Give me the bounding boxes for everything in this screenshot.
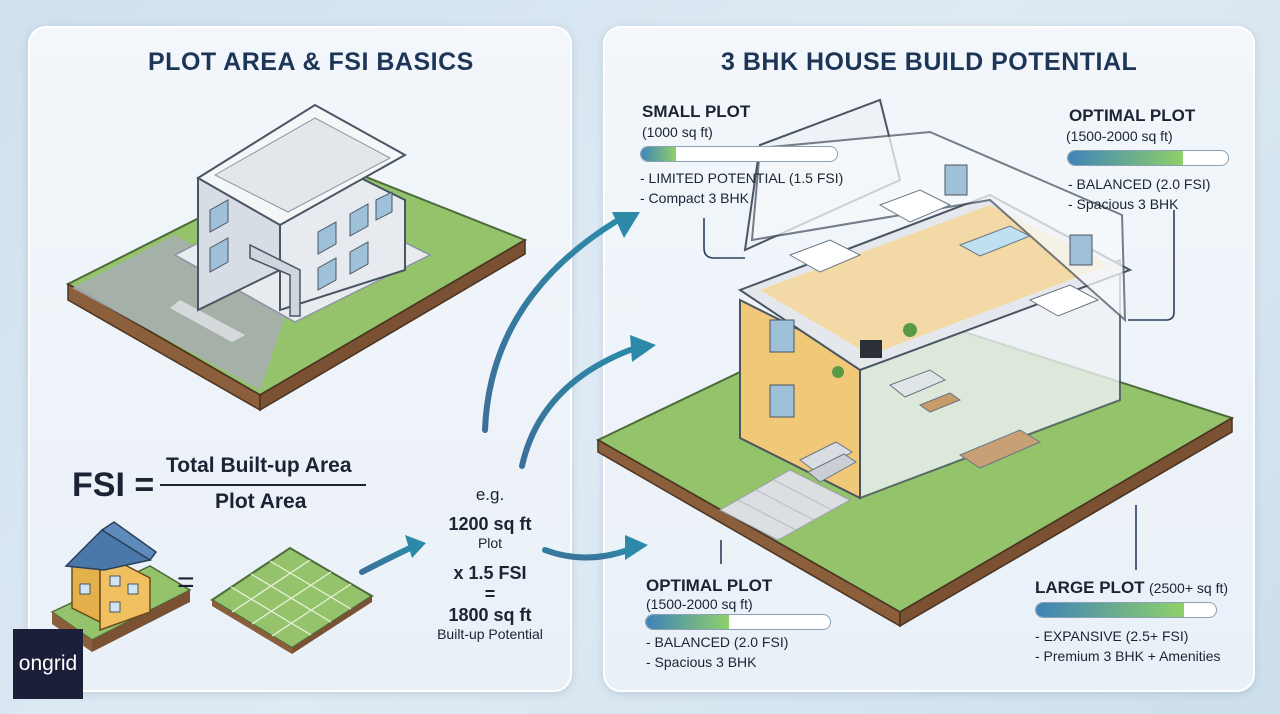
plot-illustration-left: [65, 103, 528, 412]
bar-fill: [1068, 151, 1184, 165]
callout-small-plot-bullet-2: - Compact 3 BHK: [640, 190, 749, 206]
example-eg: e.g.: [475, 485, 505, 504]
example-plot-label: Plot: [477, 535, 503, 551]
flow-arrows: [359, 219, 633, 575]
callout-optimal-plot-top-title: OPTIMAL PLOT: [1069, 106, 1196, 125]
arrow-heads: [405, 212, 656, 560]
bar-fill: [1036, 603, 1184, 617]
example-equals: =: [484, 584, 496, 604]
example-result-value: 1800 sq ft: [448, 605, 532, 625]
right-panel-title: 3 BHK HOUSE BUILD POTENTIAL: [721, 48, 1138, 76]
callout-optimal-plot-top-bar: [1067, 150, 1229, 166]
callout-optimal-plot-top-subtitle: (1500-2000 sq ft): [1066, 128, 1173, 144]
equals-sign: =: [177, 566, 195, 599]
callout-large-plot-bullet-2: - Premium 3 BHK + Amenities: [1035, 648, 1221, 664]
callout-small-plot-bar: [640, 146, 838, 162]
callout-optimal-plot-bottom-subtitle: (1500-2000 sq ft): [646, 596, 753, 612]
bar-fill: [641, 147, 677, 161]
callout-large-plot-heading: LARGE PLOT (2500+ sq ft): [1035, 578, 1228, 598]
callout-leader-lines: [703, 210, 1175, 570]
callout-small-plot-bullet-1: - LIMITED POTENTIAL (1.5 FSI): [640, 170, 844, 186]
example-block: e.g. 1200 sq ft Plot x 1.5 FSI = 1800 sq…: [430, 484, 550, 642]
fsi-label: FSI =: [72, 466, 155, 504]
callout-large-plot-subtitle: (2500+ sq ft): [1149, 580, 1229, 596]
ongrid-logo: ongrid: [13, 629, 83, 699]
fraction-bar: [160, 484, 366, 486]
formula-denominator: Plot Area: [215, 490, 307, 513]
grid-plot-illustration: [210, 546, 374, 654]
callout-optimal-plot-top-bullet-2: - Spacious 3 BHK: [1068, 196, 1179, 212]
example-multiplier: x 1.5 FSI: [453, 563, 527, 583]
example-plot-value: 1200 sq ft: [448, 514, 532, 534]
example-result-label: Built-up Potential: [437, 626, 543, 642]
callout-small-plot-subtitle: (1000 sq ft): [642, 124, 713, 140]
left-panel-title: PLOT AREA & FSI BASICS: [148, 48, 474, 76]
callout-optimal-plot-top-bullet-1: - BALANCED (2.0 FSI): [1068, 176, 1211, 192]
callout-large-plot-bar: [1035, 602, 1217, 618]
callout-optimal-plot-bottom-bullet-1: - BALANCED (2.0 FSI): [646, 634, 789, 650]
callout-optimal-plot-bottom-title: OPTIMAL PLOT: [646, 576, 773, 595]
logo-text: ongrid: [18, 652, 78, 675]
callout-large-plot-bullet-1: - EXPANSIVE (2.5+ FSI): [1035, 628, 1189, 644]
formula-numerator: Total Built-up Area: [166, 454, 352, 477]
callout-small-plot-title: SMALL PLOT: [642, 102, 751, 121]
bar-fill: [646, 615, 729, 629]
callout-optimal-plot-bottom-bar: [645, 614, 831, 630]
callout-large-plot-title: LARGE PLOT: [1035, 578, 1145, 597]
callout-optimal-plot-bottom-bullet-2: - Spacious 3 BHK: [646, 654, 757, 670]
house-cutaway-illustration: [595, 98, 1235, 628]
